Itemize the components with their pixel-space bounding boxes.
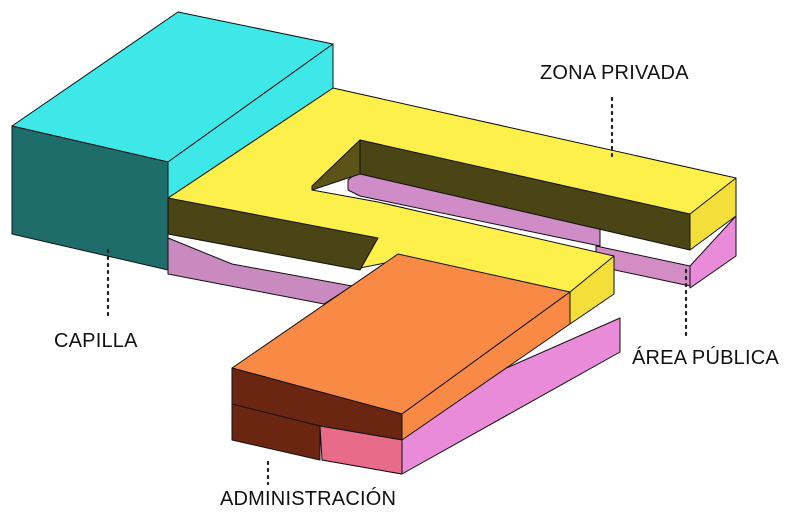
capilla-volume bbox=[11, 11, 334, 271]
label-administracion: ADMINISTRACIÓN bbox=[220, 488, 397, 510]
label-area-publica: ÁREA PÚBLICA bbox=[632, 347, 779, 369]
label-zona-privada: ZONA PRIVADA bbox=[540, 62, 689, 84]
publica-east-end-face bbox=[689, 215, 737, 289]
admin-floor-line bbox=[231, 403, 321, 427]
privada-east-end-face bbox=[689, 177, 737, 251]
privada-slot-west-wall bbox=[311, 139, 361, 191]
admin-recess-face bbox=[319, 425, 403, 475]
administracion-volume bbox=[231, 253, 571, 475]
label-capilla: CAPILLA bbox=[54, 330, 138, 352]
zona-privada-volume bbox=[167, 87, 737, 325]
capilla-west-face bbox=[11, 125, 169, 271]
leader-lines bbox=[106, 96, 688, 486]
